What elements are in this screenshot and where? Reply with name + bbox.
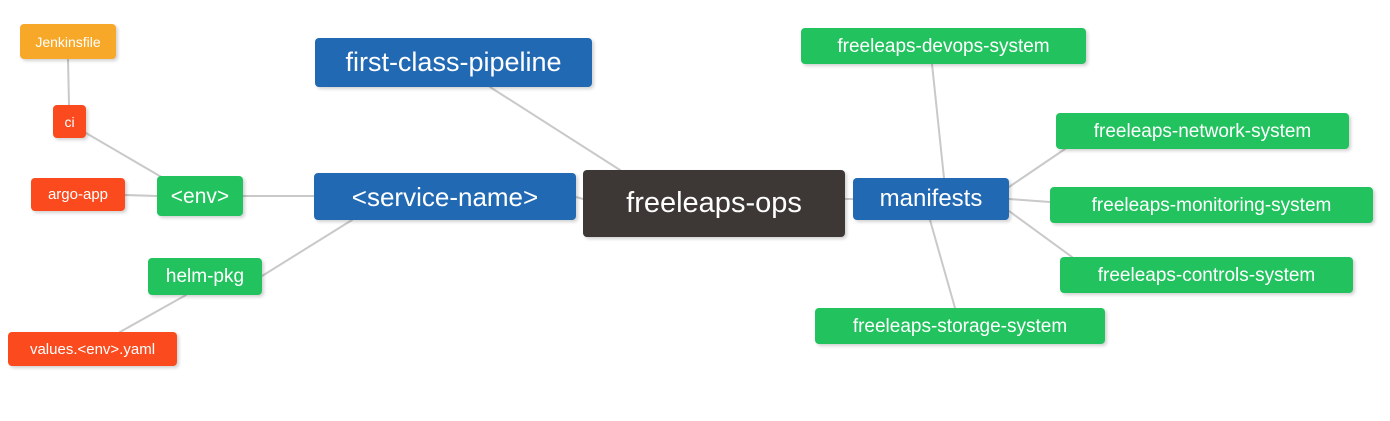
node-freeleaps-devops-system[interactable]: freeleaps-devops-system <box>801 28 1086 64</box>
node-freeleaps-controls-system[interactable]: freeleaps-controls-system <box>1060 257 1353 293</box>
node-helm-pkg[interactable]: helm-pkg <box>148 258 262 295</box>
node-label-manifests: manifests <box>879 185 983 212</box>
edge-manifests-to-freeleaps-devops-system <box>931 63 945 179</box>
node-label-freeleaps-network-system: freeleaps-network-system <box>1093 120 1312 142</box>
edge-service-name-to-freeleaps-ops <box>575 196 584 200</box>
node-manifests[interactable]: manifests <box>853 178 1009 220</box>
node-label-ci: ci <box>64 113 75 130</box>
node-label-helm-pkg: helm-pkg <box>165 266 245 287</box>
edge-first-class-pipeline-to-freeleaps-ops <box>489 86 621 171</box>
node-label-freeleaps-devops-system: freeleaps-devops-system <box>837 35 1050 57</box>
edge-manifests-to-freeleaps-network-system <box>1008 148 1066 188</box>
node-argo-app[interactable]: argo-app <box>31 178 125 211</box>
node-label-freeleaps-ops: freeleaps-ops <box>626 187 802 219</box>
node-env[interactable]: <env> <box>157 176 243 216</box>
edge-service-name-to-helm-pkg <box>261 219 353 277</box>
node-label-freeleaps-monitoring-system: freeleaps-monitoring-system <box>1091 194 1332 216</box>
node-freeleaps-network-system[interactable]: freeleaps-network-system <box>1056 113 1349 149</box>
node-freeleaps-storage-system[interactable]: freeleaps-storage-system <box>815 308 1105 344</box>
node-label-freeleaps-storage-system: freeleaps-storage-system <box>852 315 1068 337</box>
node-label-service-name: <service-name> <box>351 181 539 212</box>
edge-jenkinsfile-to-ci <box>67 58 70 106</box>
node-label-values-env-yaml: values.<env>.yaml <box>29 340 156 358</box>
node-label-argo-app: argo-app <box>47 186 109 203</box>
node-label-jenkinsfile: Jenkinsfile <box>35 33 101 50</box>
node-freeleaps-monitoring-system[interactable]: freeleaps-monitoring-system <box>1050 187 1373 223</box>
edge-argo-app-to-env <box>124 194 158 197</box>
edge-helm-pkg-to-values-env-yaml <box>119 294 187 333</box>
node-label-env: <env> <box>170 184 230 208</box>
edge-manifests-to-freeleaps-monitoring-system <box>1008 198 1051 203</box>
node-jenkinsfile[interactable]: Jenkinsfile <box>20 24 116 59</box>
node-freeleaps-ops[interactable]: freeleaps-ops <box>583 170 845 237</box>
node-label-freeleaps-controls-system: freeleaps-controls-system <box>1097 264 1316 286</box>
node-ci[interactable]: ci <box>53 105 86 138</box>
node-service-name[interactable]: <service-name> <box>314 173 576 220</box>
edge-manifests-to-freeleaps-storage-system <box>929 219 956 309</box>
node-first-class-pipeline[interactable]: first-class-pipeline <box>315 38 592 87</box>
node-values-env-yaml[interactable]: values.<env>.yaml <box>8 332 177 366</box>
node-label-first-class-pipeline: first-class-pipeline <box>345 47 562 77</box>
